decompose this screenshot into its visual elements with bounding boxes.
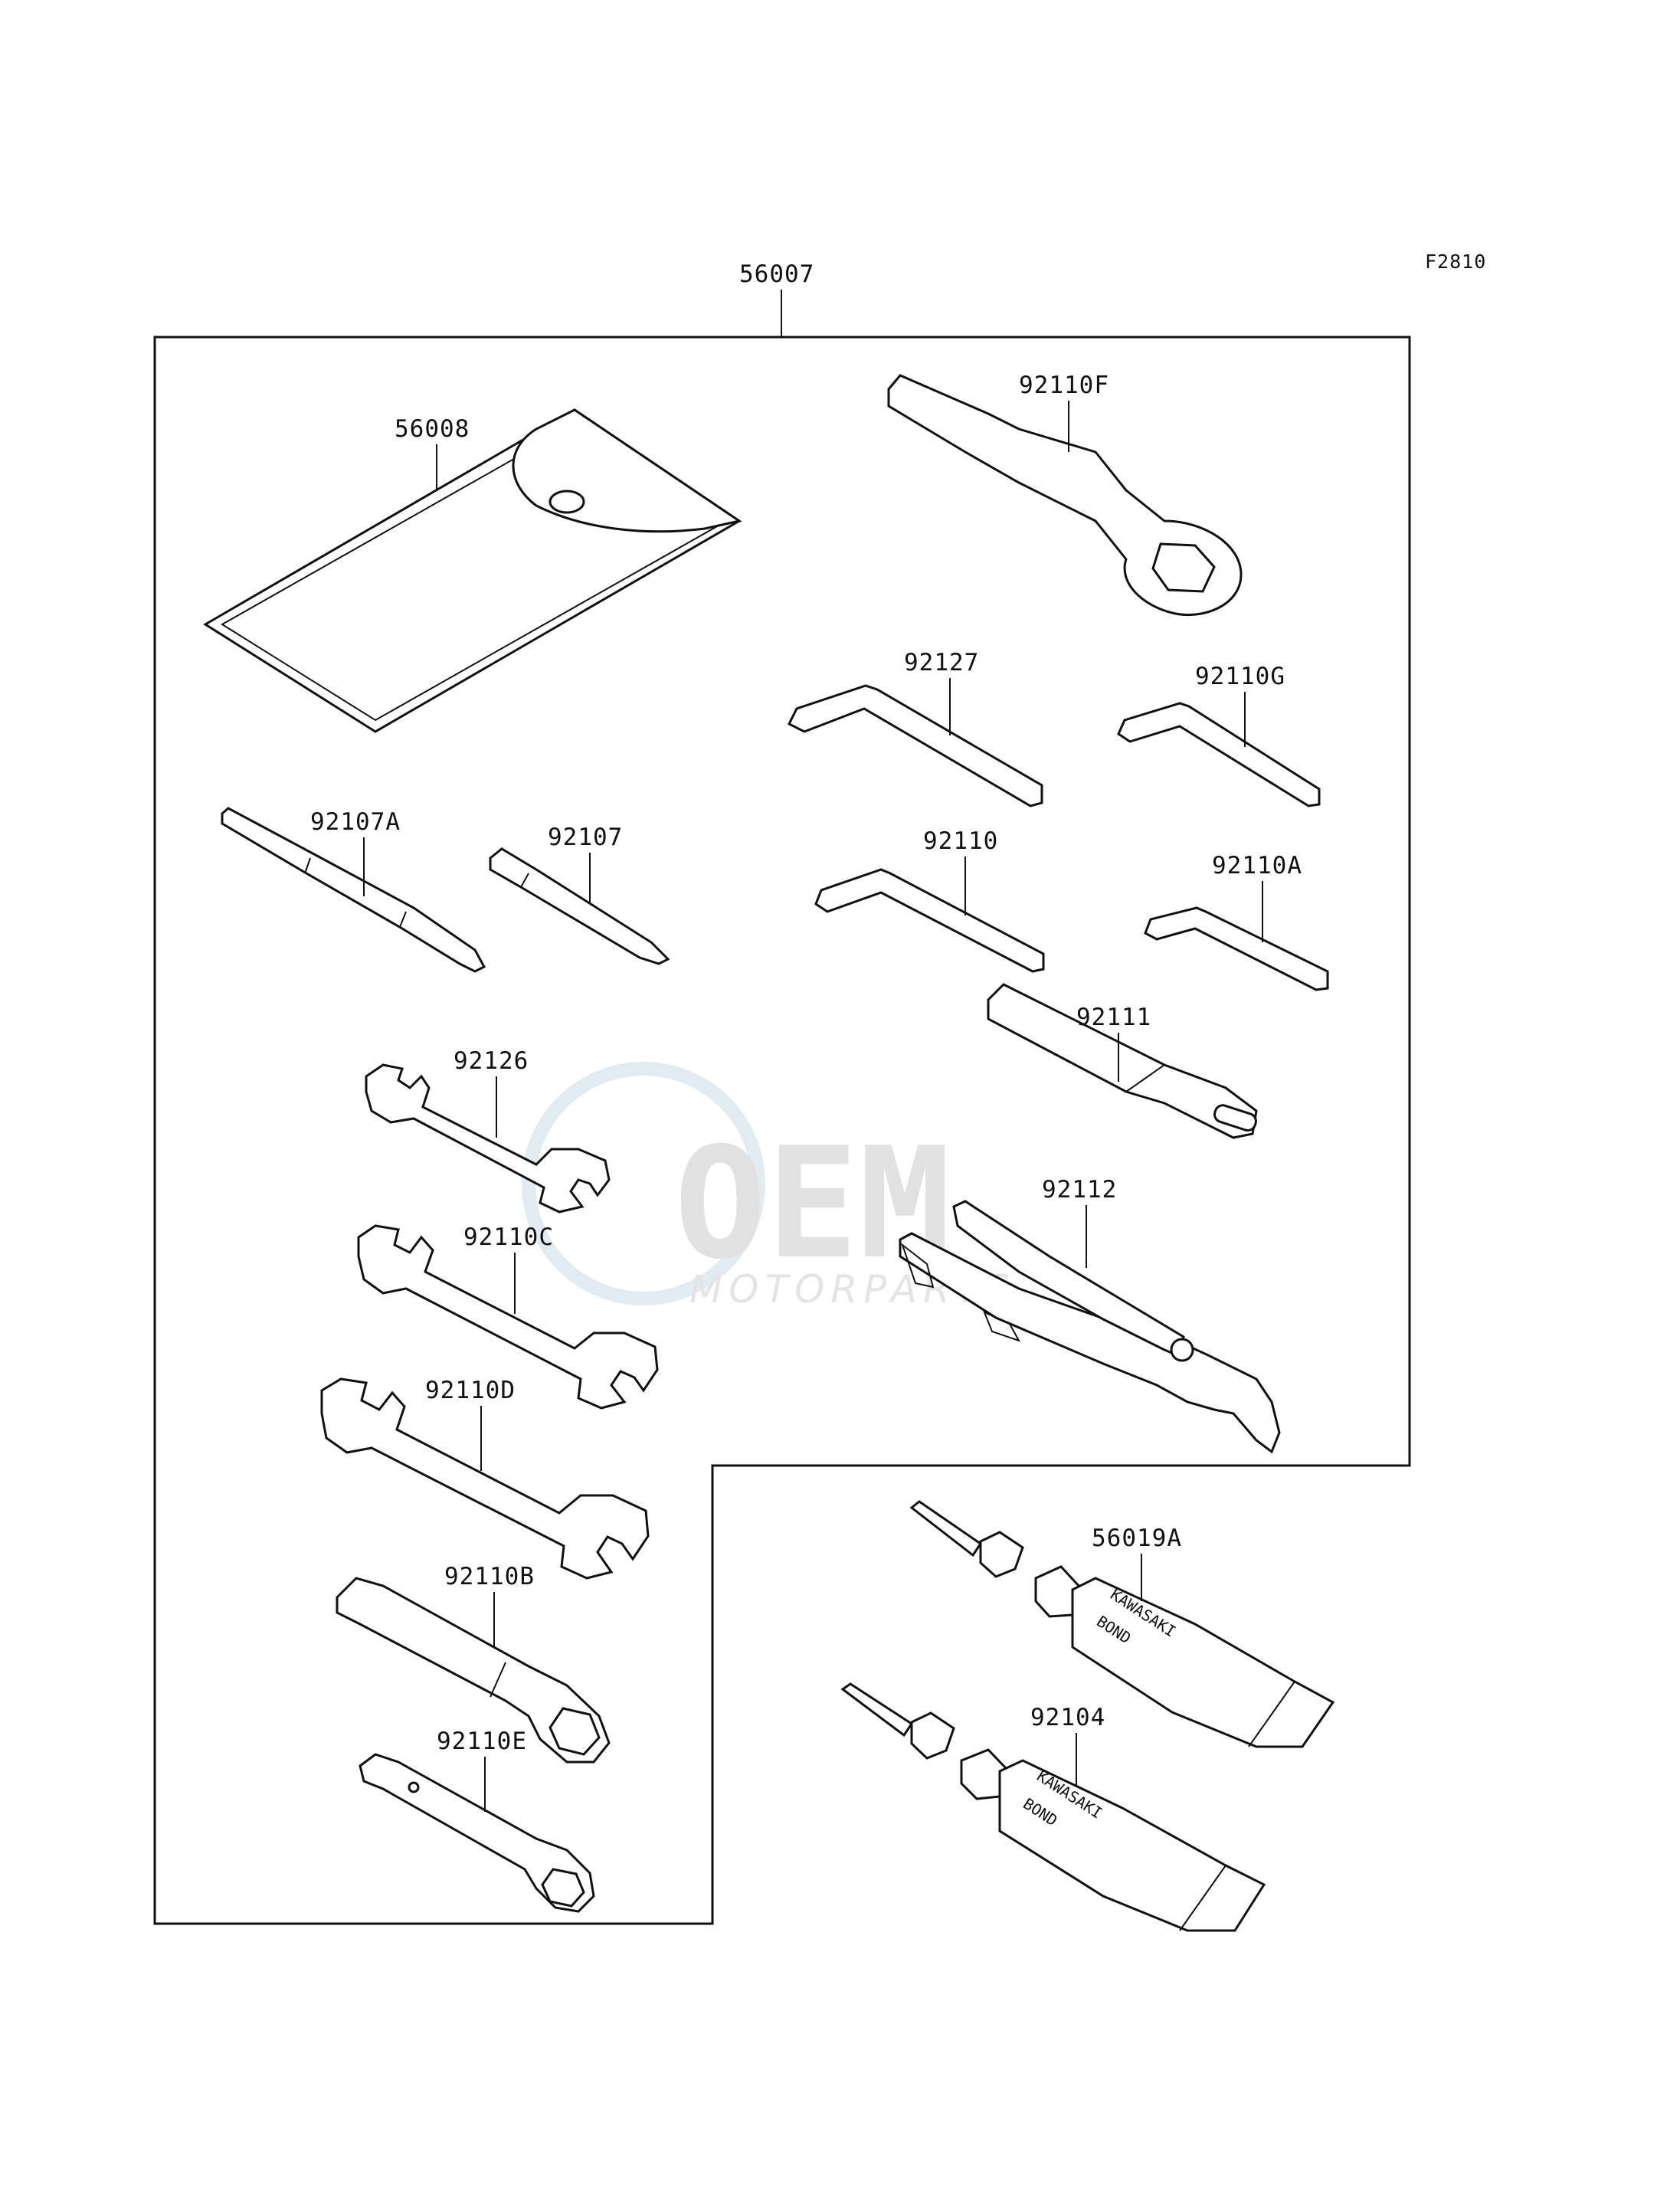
callout-92110C: 92110C bbox=[463, 1223, 554, 1251]
callout-92110: 92110 bbox=[923, 827, 998, 855]
bond-tube-icon: KAWASAKI BOND bbox=[909, 1500, 1335, 1748]
box-wrench-icon bbox=[887, 374, 1243, 617]
callout-92110G: 92110G bbox=[1195, 663, 1285, 690]
callout-56008: 56008 bbox=[395, 415, 470, 443]
hex-key-small-icon bbox=[1117, 702, 1321, 807]
screwdriver-bit-icon bbox=[221, 807, 486, 973]
open-end-wrench-small-icon bbox=[365, 1063, 611, 1213]
callout-92126: 92126 bbox=[454, 1047, 529, 1075]
callout-92111: 92111 bbox=[1076, 1004, 1151, 1031]
bond-tube-2-icon: KAWASAKI BOND bbox=[840, 1682, 1266, 1932]
open-end-wrench-large-icon bbox=[320, 1377, 650, 1580]
callout-92110E: 92110E bbox=[437, 1728, 527, 1755]
extension-bar-icon bbox=[987, 983, 1258, 1139]
kit-label: 56007 bbox=[739, 260, 814, 288]
box-spanner-icon bbox=[336, 1577, 611, 1764]
callout-92110D: 92110D bbox=[425, 1377, 516, 1404]
kit-outline bbox=[153, 336, 1411, 1925]
tool-pouch-icon bbox=[203, 408, 742, 733]
callout-92110F: 92110F bbox=[1019, 372, 1109, 399]
pliers-icon bbox=[899, 1200, 1281, 1454]
hex-key-mini-icon bbox=[1144, 906, 1329, 991]
hex-key-icon bbox=[787, 684, 1043, 807]
callout-92104: 92104 bbox=[1030, 1704, 1105, 1731]
callout-56019A: 56019A bbox=[1092, 1525, 1182, 1552]
screwdriver-bit-short-icon bbox=[489, 847, 670, 965]
watermark-brand: OEM bbox=[674, 1115, 951, 1293]
callout-92110B: 92110B bbox=[444, 1563, 535, 1590]
callout-92127: 92127 bbox=[904, 649, 979, 676]
callout-92107A: 92107A bbox=[310, 808, 401, 836]
open-end-wrench-medium-icon bbox=[357, 1224, 659, 1410]
callout-92110A: 92110A bbox=[1212, 852, 1302, 879]
watermark-globe-icon bbox=[522, 1062, 765, 1305]
figure-id: F2810 bbox=[1425, 251, 1486, 273]
callout-92107: 92107 bbox=[548, 824, 623, 851]
hex-key-medium-icon bbox=[814, 868, 1045, 973]
callout-92112: 92112 bbox=[1042, 1176, 1117, 1204]
plug-spanner-icon bbox=[359, 1753, 595, 1913]
